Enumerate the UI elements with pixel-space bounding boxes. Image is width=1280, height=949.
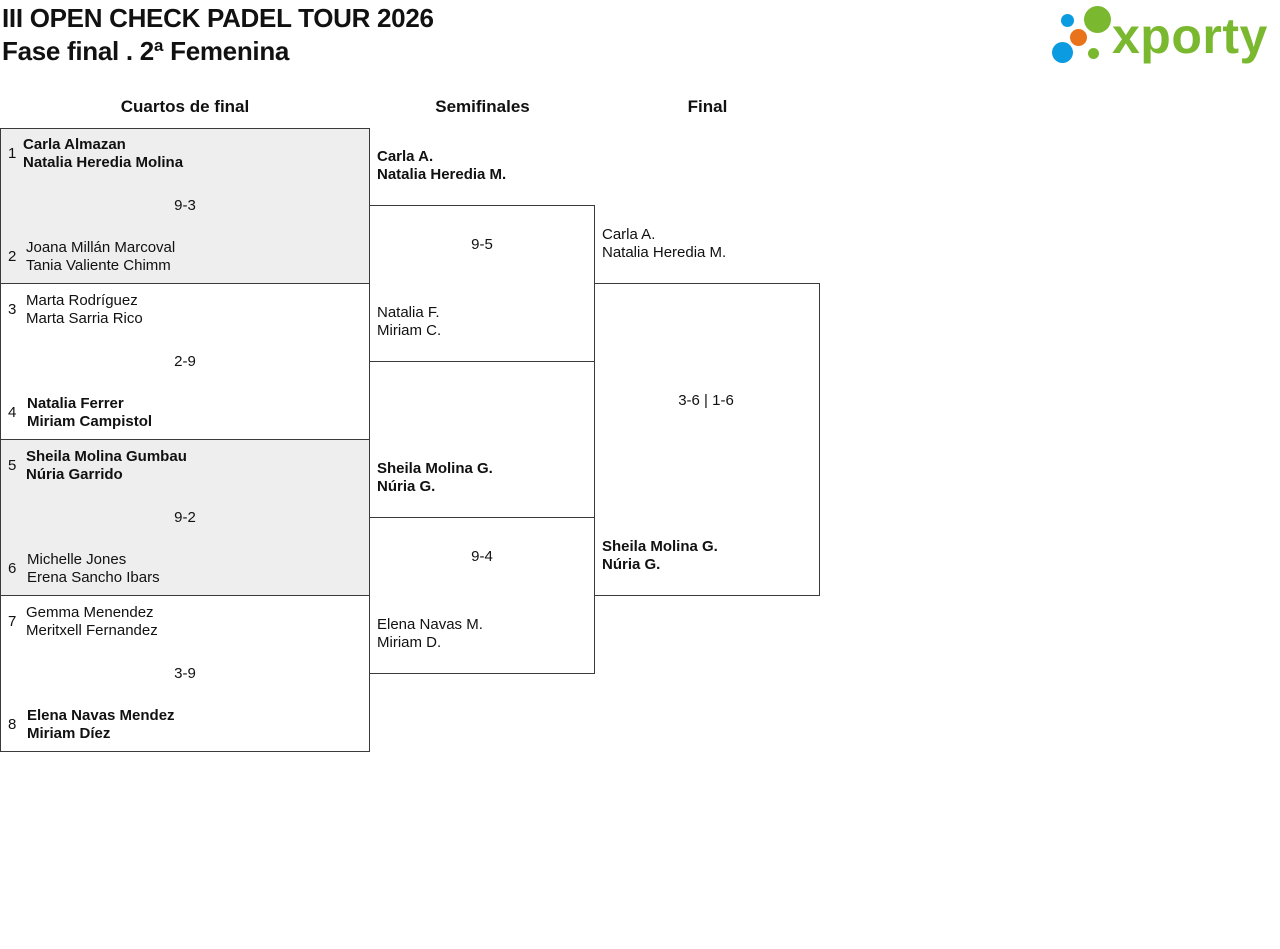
tournament-title: III OPEN CHECK PADEL TOUR 2026 [2,3,434,33]
sf2-team-top[interactable]: Sheila Molina G. Núria G. [377,460,493,496]
qf-match-3[interactable] [0,439,370,596]
player-name: Natalia Heredia M. [602,244,727,261]
sf1-score: 9-5 [471,236,493,253]
player-name: Miriam D. [377,634,442,651]
column-header-final: Final [687,97,728,116]
logo-blue-dot-large-icon [1052,42,1073,63]
qf4-team-bottom[interactable]: Elena Navas Mendez Miriam Díez [27,707,175,743]
qf4-score: 3-9 [174,665,196,682]
player-name: Marta Rodríguez [26,292,138,309]
qf3-score: 9-2 [174,509,196,526]
player-name: Michelle Jones [27,551,127,568]
player-name: Sheila Molina G. [377,460,493,477]
column-header-quarterfinals: Cuartos de final [120,97,250,116]
player-name: Núria G. [602,556,661,573]
player-name: Elena Navas Mendez [27,707,175,724]
player-name: Sheila Molina G. [602,538,718,555]
qf2-team-top[interactable]: Marta Rodríguez Marta Sarria Rico [26,292,143,328]
logo-green-dot-small-icon [1088,48,1099,59]
sf2-score: 9-4 [471,548,493,565]
seed-number: 7 [8,613,17,630]
player-name: Miriam C. [377,322,442,339]
qf2-team-bottom[interactable]: Natalia Ferrer Miriam Campistol [27,395,152,431]
player-name: Gemma Menendez [26,604,154,621]
qf1-team-top[interactable]: Carla Almazan Natalia Heredia Molina [23,136,183,172]
seed-number: 4 [8,404,17,421]
column-header-semifinals: Semifinales [435,97,530,116]
player-name: Marta Sarria Rico [26,310,143,327]
player-name: Núria G. [377,478,436,495]
logo-green-dot-icon [1084,6,1111,33]
player-name: Natalia F. [377,304,440,321]
qf4-team-top[interactable]: Gemma Menendez Meritxell Fernandez [26,604,158,640]
player-name: Joana Millán Marcoval [26,239,176,256]
sf1-team-bottom[interactable]: Natalia F. Miriam C. [377,304,441,340]
logo-orange-dot-icon [1070,29,1087,46]
seed-number: 3 [8,301,17,318]
phase-subtitle: Fase final . 2ª Femenina [2,36,290,66]
player-name: Natalia Heredia M. [377,166,507,183]
sf1-team-top[interactable]: Carla A. Natalia Heredia M. [377,148,506,184]
player-name: Natalia Heredia Molina [23,154,184,171]
qf1-team-bottom[interactable]: Joana Millán Marcoval Tania Valiente Chi… [26,239,175,275]
qf3-team-bottom[interactable]: Michelle Jones Erena Sancho Ibars [27,551,160,587]
logo-blue-dot-small-icon [1061,14,1074,27]
final-team-bottom[interactable]: Sheila Molina G. Núria G. [602,538,718,574]
qf2-score: 2-9 [174,353,196,370]
final-score: 3-6 | 1-6 [678,392,734,409]
player-name: Meritxell Fernandez [26,622,158,639]
player-name: Tania Valiente Chimm [26,257,171,274]
player-name: Sheila Molina Gumbau [26,448,187,465]
logo-wordmark: xporty [1112,8,1268,64]
player-name: Miriam Díez [27,725,111,742]
player-name: Carla A. [602,226,656,243]
qf-match-1[interactable] [0,128,370,284]
xporty-logo[interactable]: xporty [1050,4,1276,68]
qf3-team-top[interactable]: Sheila Molina Gumbau Núria Garrido [26,448,187,484]
qf1-score: 9-3 [174,197,196,214]
player-name: Carla Almazan [23,136,126,153]
seed-number: 2 [8,248,17,265]
final-team-top[interactable]: Carla A. Natalia Heredia M. [602,226,726,262]
player-name: Carla A. [377,148,434,165]
player-name: Natalia Ferrer [27,395,124,412]
seed-number: 1 [8,145,17,162]
final-match[interactable] [594,283,820,596]
sf2-team-bottom[interactable]: Elena Navas M. Miriam D. [377,616,483,652]
player-name: Miriam Campistol [27,413,153,430]
player-name: Elena Navas M. [377,616,483,633]
player-name: Núria Garrido [26,466,123,483]
seed-number: 8 [8,716,17,733]
seed-number: 5 [8,457,17,474]
player-name: Erena Sancho Ibars [27,569,160,586]
seed-number: 6 [8,560,17,577]
